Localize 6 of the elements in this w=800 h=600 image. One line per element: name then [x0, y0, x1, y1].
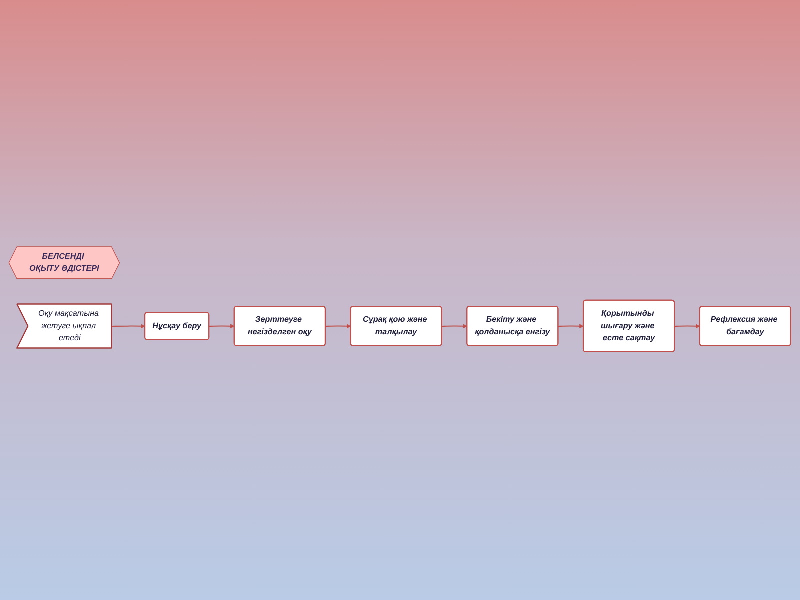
arrow: [674, 324, 700, 330]
arrow: [112, 324, 146, 330]
arrow: [442, 324, 468, 330]
arrow: [209, 324, 235, 330]
arrow: [326, 324, 352, 330]
arrow: [558, 324, 584, 330]
